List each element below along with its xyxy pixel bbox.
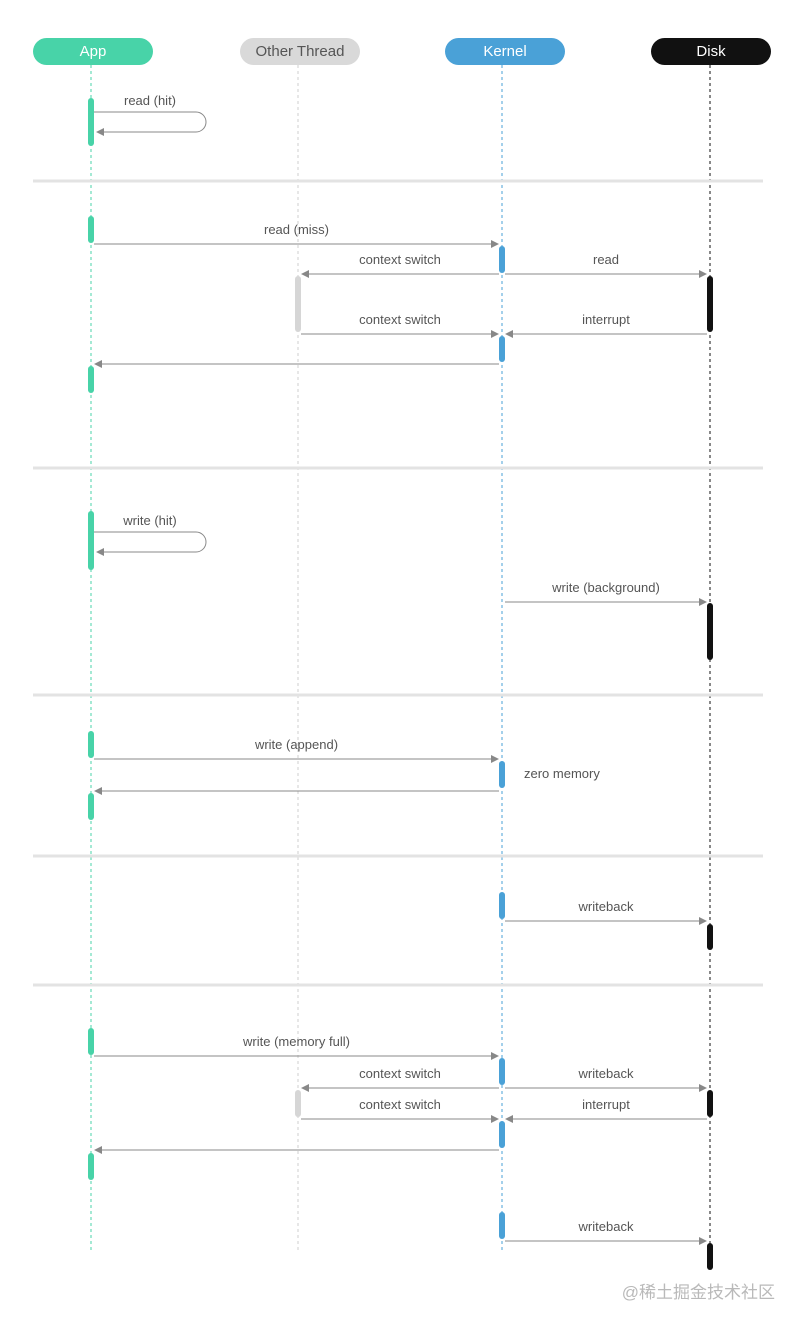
activation-bar-app-6 bbox=[88, 793, 94, 820]
message-label-writeback3: writeback bbox=[578, 1219, 634, 1234]
self-message-write_hit bbox=[94, 531, 207, 556]
message-label-ctx2: context switch bbox=[359, 312, 441, 327]
activation-bar-app-4 bbox=[88, 511, 94, 570]
activation-bar-disk-16 bbox=[707, 276, 713, 332]
activation-bar-disk-20 bbox=[707, 1243, 713, 1270]
activation-bar-disk-18 bbox=[707, 924, 713, 950]
activation-bar-kernel-9 bbox=[499, 246, 505, 273]
message-label-write_append: write (append) bbox=[254, 737, 338, 752]
activation-bar-other-22 bbox=[295, 1090, 301, 1117]
activation-bar-app-8 bbox=[88, 1153, 94, 1180]
participant-app: App bbox=[33, 38, 153, 65]
activation-bar-other-21 bbox=[295, 276, 301, 332]
message-label-writeback2: writeback bbox=[578, 1066, 634, 1081]
activation-bar-app-7 bbox=[88, 1028, 94, 1055]
participant-disk: Disk bbox=[651, 38, 771, 65]
activation-bar-kernel-13 bbox=[499, 1058, 505, 1085]
activation-bar-kernel-11 bbox=[499, 761, 505, 788]
message-label-ctx3: context switch bbox=[359, 1066, 441, 1081]
message-label-ctx4: context switch bbox=[359, 1097, 441, 1112]
note-zero-memory: zero memory bbox=[524, 766, 600, 781]
activation-bar-app-5 bbox=[88, 731, 94, 758]
message-label-read_miss: read (miss) bbox=[264, 222, 329, 237]
activation-bar-app-3 bbox=[88, 366, 94, 393]
message-label-write_full: write (memory full) bbox=[242, 1034, 350, 1049]
activation-bar-disk-17 bbox=[707, 603, 713, 660]
activation-bar-kernel-12 bbox=[499, 892, 505, 919]
message-label-interrupt2: interrupt bbox=[582, 1097, 630, 1112]
message-label-write_hit: write (hit) bbox=[122, 513, 176, 528]
self-message-read_hit bbox=[94, 111, 207, 136]
activation-bar-app-2 bbox=[88, 216, 94, 243]
activation-bar-kernel-15 bbox=[499, 1212, 505, 1239]
message-label-read_hit: read (hit) bbox=[124, 93, 176, 108]
participant-kernel: Kernel bbox=[445, 38, 565, 65]
activation-bar-kernel-10 bbox=[499, 336, 505, 362]
activation-bar-app-1 bbox=[88, 98, 94, 146]
activation-bar-kernel-14 bbox=[499, 1121, 505, 1148]
message-label-ctx1: context switch bbox=[359, 252, 441, 267]
message-label-write_bg: write (background) bbox=[551, 580, 660, 595]
participant-other-thread: Other Thread bbox=[240, 38, 360, 65]
message-label-writeback1: writeback bbox=[578, 899, 634, 914]
message-label-read_disk: read bbox=[593, 252, 619, 267]
watermark-text: @稀土掘金技术社区 bbox=[621, 1283, 775, 1302]
message-label-interrupt1: interrupt bbox=[582, 312, 630, 327]
activation-bar-disk-19 bbox=[707, 1090, 713, 1117]
